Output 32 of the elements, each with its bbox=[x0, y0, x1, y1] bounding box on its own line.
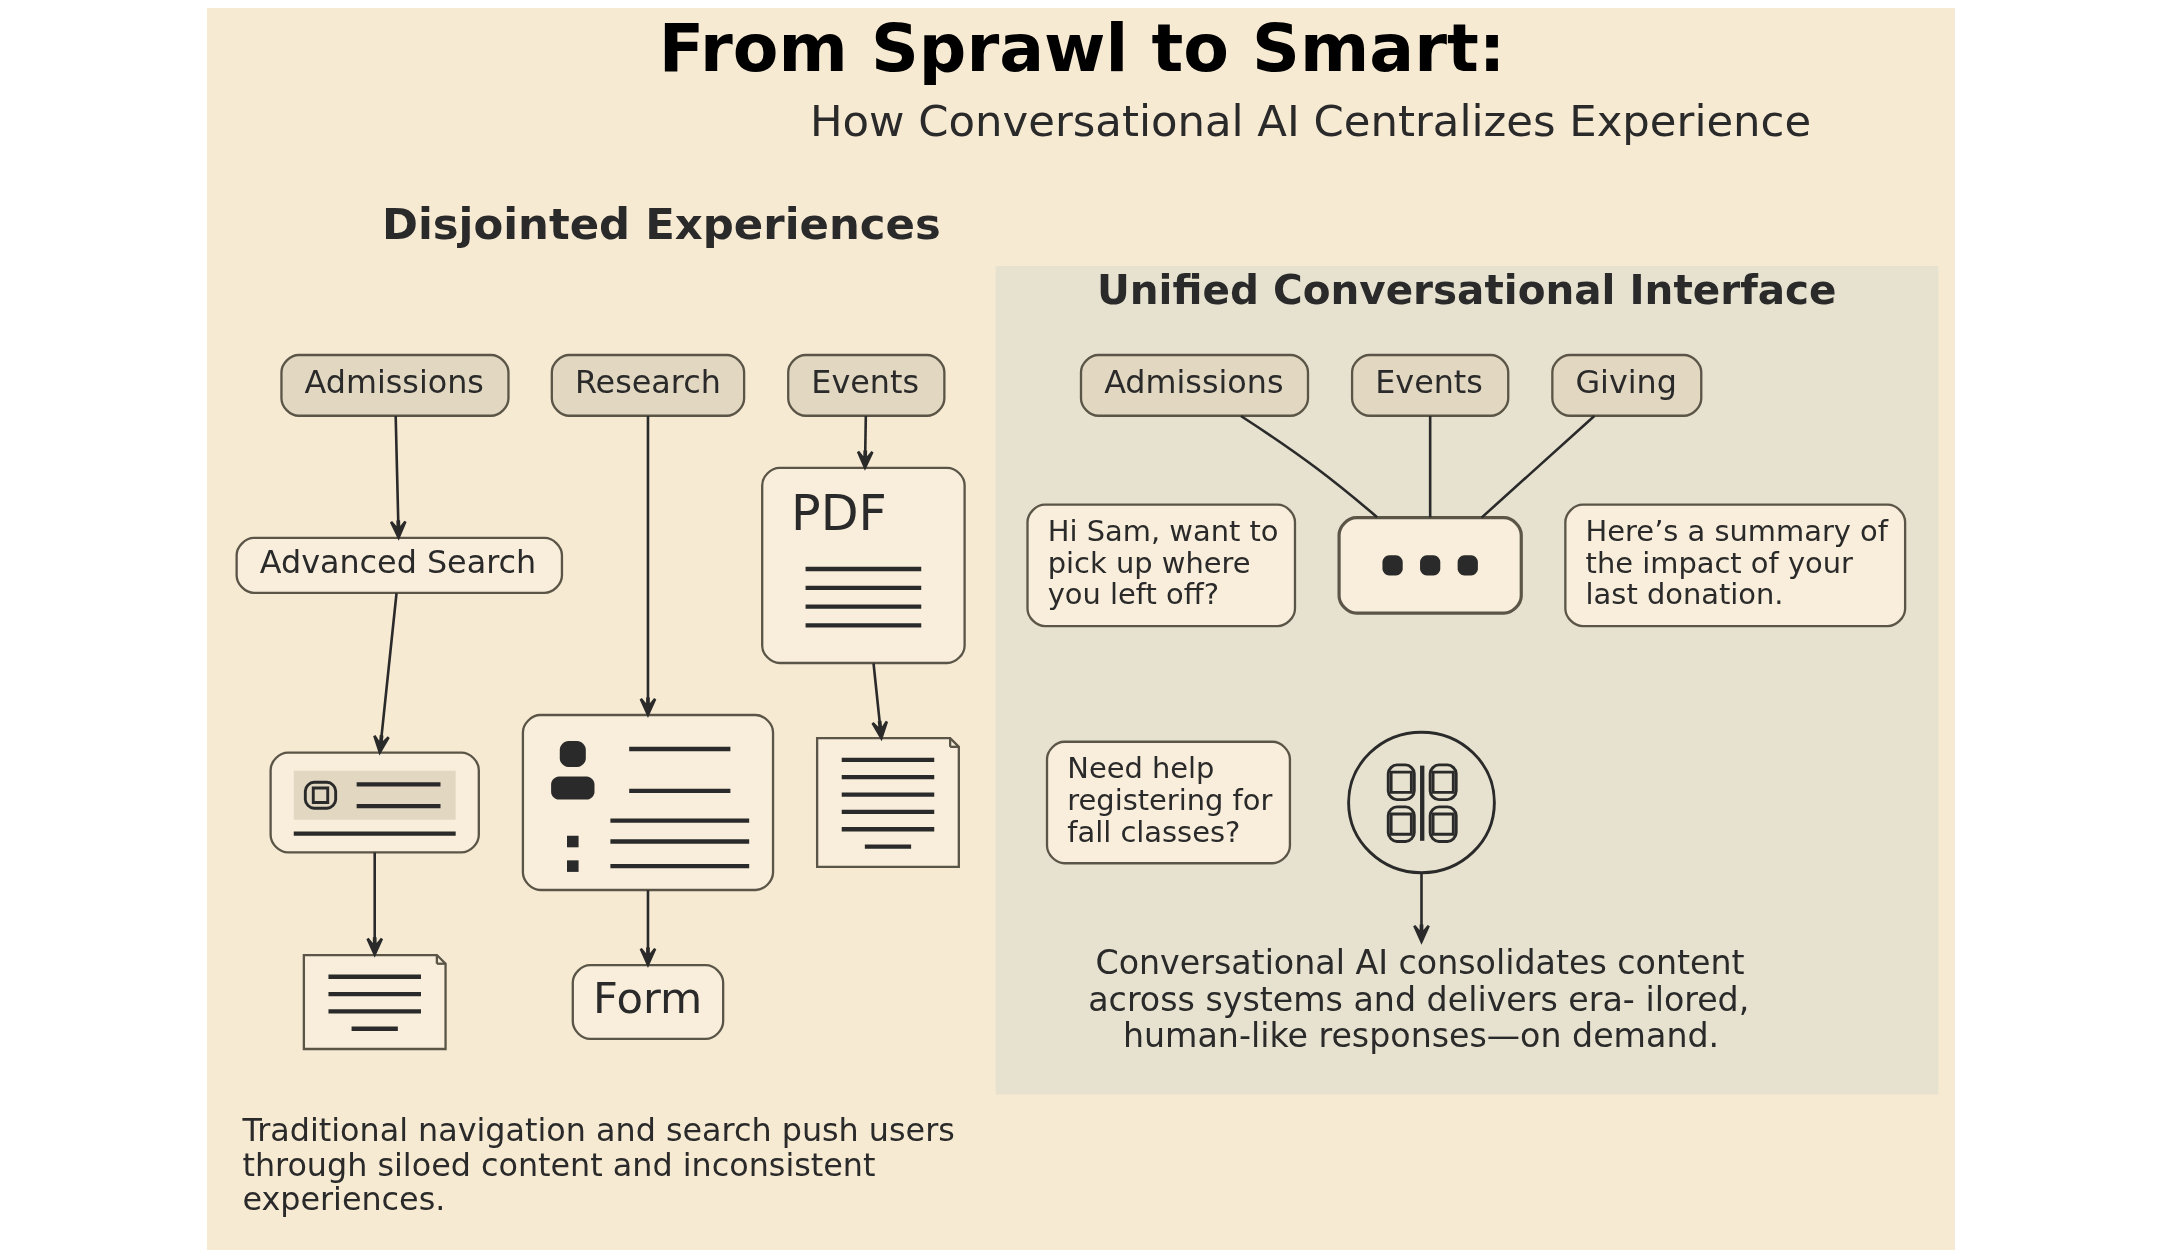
arrow bbox=[639, 890, 657, 966]
node-brain bbox=[1347, 730, 1496, 875]
label: Disjointed Experiences bbox=[381, 198, 941, 249]
node-picture bbox=[521, 713, 775, 892]
arrow bbox=[871, 663, 889, 740]
node-box: Admissions bbox=[280, 353, 510, 417]
label: How Conversational AI Centralizes Experience bbox=[809, 95, 1812, 146]
node-box: Here’s a summary of the impact of your last donation. bbox=[1564, 503, 1907, 628]
node-box: Events bbox=[1350, 353, 1510, 417]
node-box: Need help registering for fall classes? bbox=[1045, 740, 1292, 865]
node-bubble bbox=[1337, 516, 1523, 615]
connector bbox=[1240, 414, 1378, 519]
arrow bbox=[373, 593, 398, 754]
node-box: PDF bbox=[761, 466, 966, 665]
node-box: Research bbox=[550, 353, 746, 417]
node-picture bbox=[269, 751, 480, 854]
node-text: Conversational AI consolidates content across systems and delivers era- ilored, human-like responses—on demand. bbox=[1088, 943, 1750, 1055]
node-box: Hi Sam, want to pick up where you left off? bbox=[1026, 503, 1297, 628]
node-box: Admissions bbox=[1079, 353, 1310, 417]
label: Traditional navigation and search push users through siloed content and inconsistent experiences. bbox=[242, 1110, 955, 1218]
arrow bbox=[856, 416, 874, 469]
diagram-title: From Sprawl to Smart: bbox=[658, 9, 1506, 88]
connector bbox=[1480, 415, 1596, 519]
node-box: Form bbox=[571, 964, 725, 1041]
node-box: Advanced Search bbox=[235, 536, 564, 594]
arrow bbox=[366, 852, 384, 956]
arrow bbox=[639, 415, 657, 717]
arrow bbox=[389, 416, 407, 539]
node-box: Events bbox=[787, 353, 946, 417]
arrow bbox=[1413, 873, 1430, 943]
node-box: Giving bbox=[1551, 353, 1703, 417]
connector bbox=[1428, 416, 1432, 518]
